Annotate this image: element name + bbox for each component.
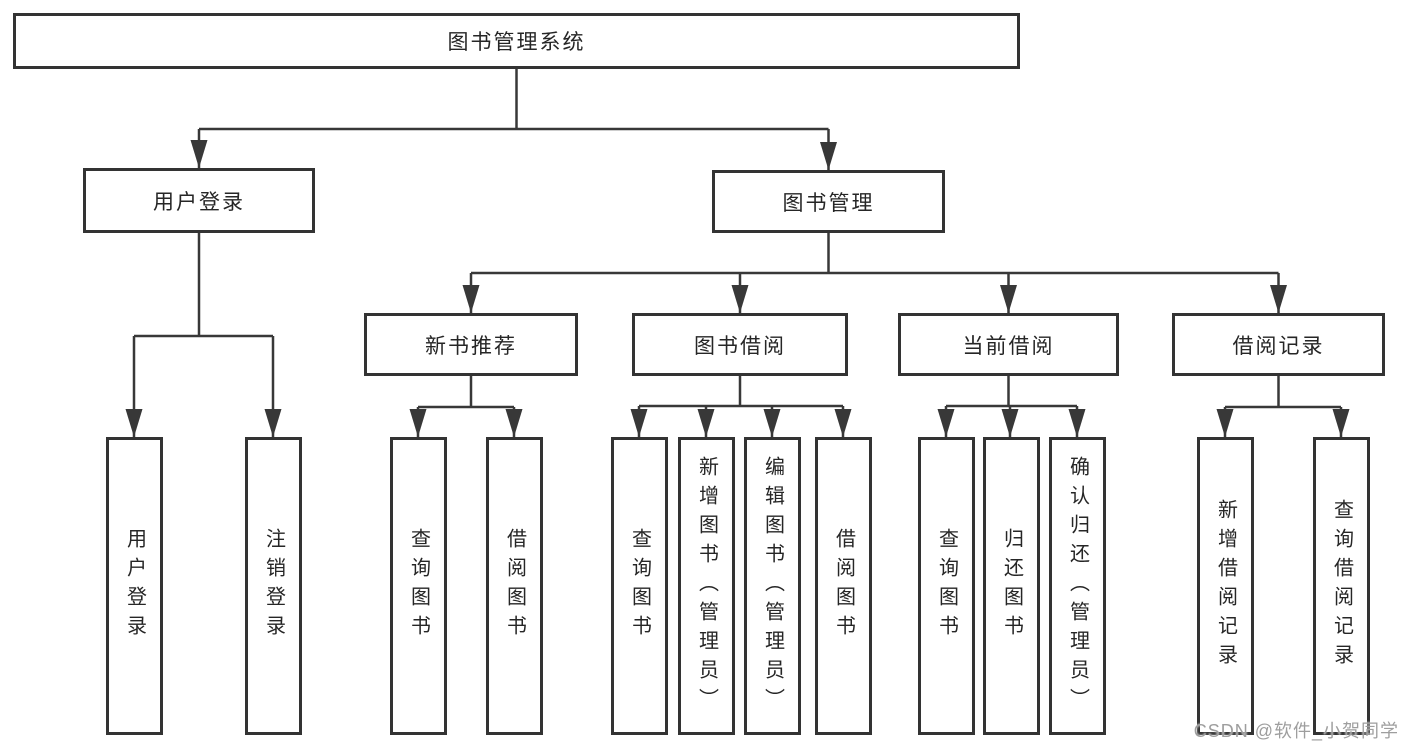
node-library-management-system: 图书管理系统: [13, 13, 1020, 69]
node-label: 查询图书: [407, 528, 430, 644]
node-label: 编辑图书（管理员）: [761, 455, 784, 717]
node-label: 借阅图书: [832, 528, 855, 644]
arrowheads-current-borrow-children: [937, 409, 1086, 437]
arrowheads-borrow-records-children: [1216, 409, 1350, 437]
node-label: 确认归还（管理员）: [1066, 455, 1089, 717]
node-label: 查询图书: [935, 528, 958, 644]
connector-new-book-children: [416, 376, 516, 437]
connector-book-mgmt-children: [469, 233, 1280, 313]
leaf-borrow-book: 借阅图书: [815, 437, 872, 735]
node-label: 用户登录: [123, 528, 146, 644]
leaf-borrow-book-recommend: 借阅图书: [486, 437, 543, 735]
node-label: 归还图书: [1000, 528, 1023, 644]
leaf-logout: 注销登录: [245, 437, 302, 735]
node-label: 新书推荐: [425, 334, 517, 358]
leaf-query-book-current: 查询图书: [918, 437, 975, 735]
arrowheads-user-login-children: [125, 409, 282, 437]
node-book-management: 图书管理: [712, 170, 945, 233]
arrowheads-new-book-children: [409, 409, 523, 437]
node-borrow-records: 借阅记录: [1172, 313, 1385, 376]
node-label: 借阅记录: [1232, 334, 1325, 358]
leaf-edit-book-admin: 编辑图书（管理员）: [744, 437, 801, 735]
node-label: 图书管理: [782, 191, 875, 215]
leaf-add-borrow-record: 新增借阅记录: [1197, 437, 1254, 735]
node-label: 查询借阅记录: [1330, 499, 1353, 673]
node-label: 当前借阅: [962, 334, 1055, 358]
leaf-query-book-recommend: 查询图书: [390, 437, 447, 735]
node-user-login: 用户登录: [83, 168, 315, 233]
leaf-user-login: 用户登录: [106, 437, 163, 735]
connector-book-borrow-children: [637, 376, 845, 437]
node-label: 用户登录: [153, 190, 245, 214]
node-label: 新增图书（管理员）: [695, 455, 718, 717]
arrowheads-book-borrow-children: [630, 409, 852, 437]
node-label: 查询图书: [628, 528, 651, 644]
node-label: 图书管理系统: [447, 31, 586, 54]
node-label: 图书借阅: [694, 334, 786, 358]
connector-user-login-children: [132, 233, 275, 437]
node-label: 新增借阅记录: [1214, 499, 1237, 673]
connector-root-to-level2: [197, 69, 830, 170]
node-new-book-recommend: 新书推荐: [364, 313, 578, 376]
csdn-watermark: CSDN @软件_小贺同学: [1193, 721, 1399, 741]
leaf-query-borrow-record: 查询借阅记录: [1313, 437, 1370, 735]
arrowheads-level2: [190, 140, 837, 170]
leaf-return-book: 归还图书: [983, 437, 1040, 735]
connector-borrow-records-children: [1223, 376, 1343, 437]
node-book-borrow: 图书借阅: [632, 313, 848, 376]
node-label: 借阅图书: [503, 528, 526, 644]
arrowheads-book-mgmt-children: [462, 285, 1287, 313]
leaf-add-book-admin: 新增图书（管理员）: [678, 437, 735, 735]
leaf-query-book-borrow: 查询图书: [611, 437, 668, 735]
node-current-borrow: 当前借阅: [898, 313, 1119, 376]
leaf-confirm-return-admin: 确认归还（管理员）: [1049, 437, 1106, 735]
node-label: 注销登录: [262, 528, 285, 644]
